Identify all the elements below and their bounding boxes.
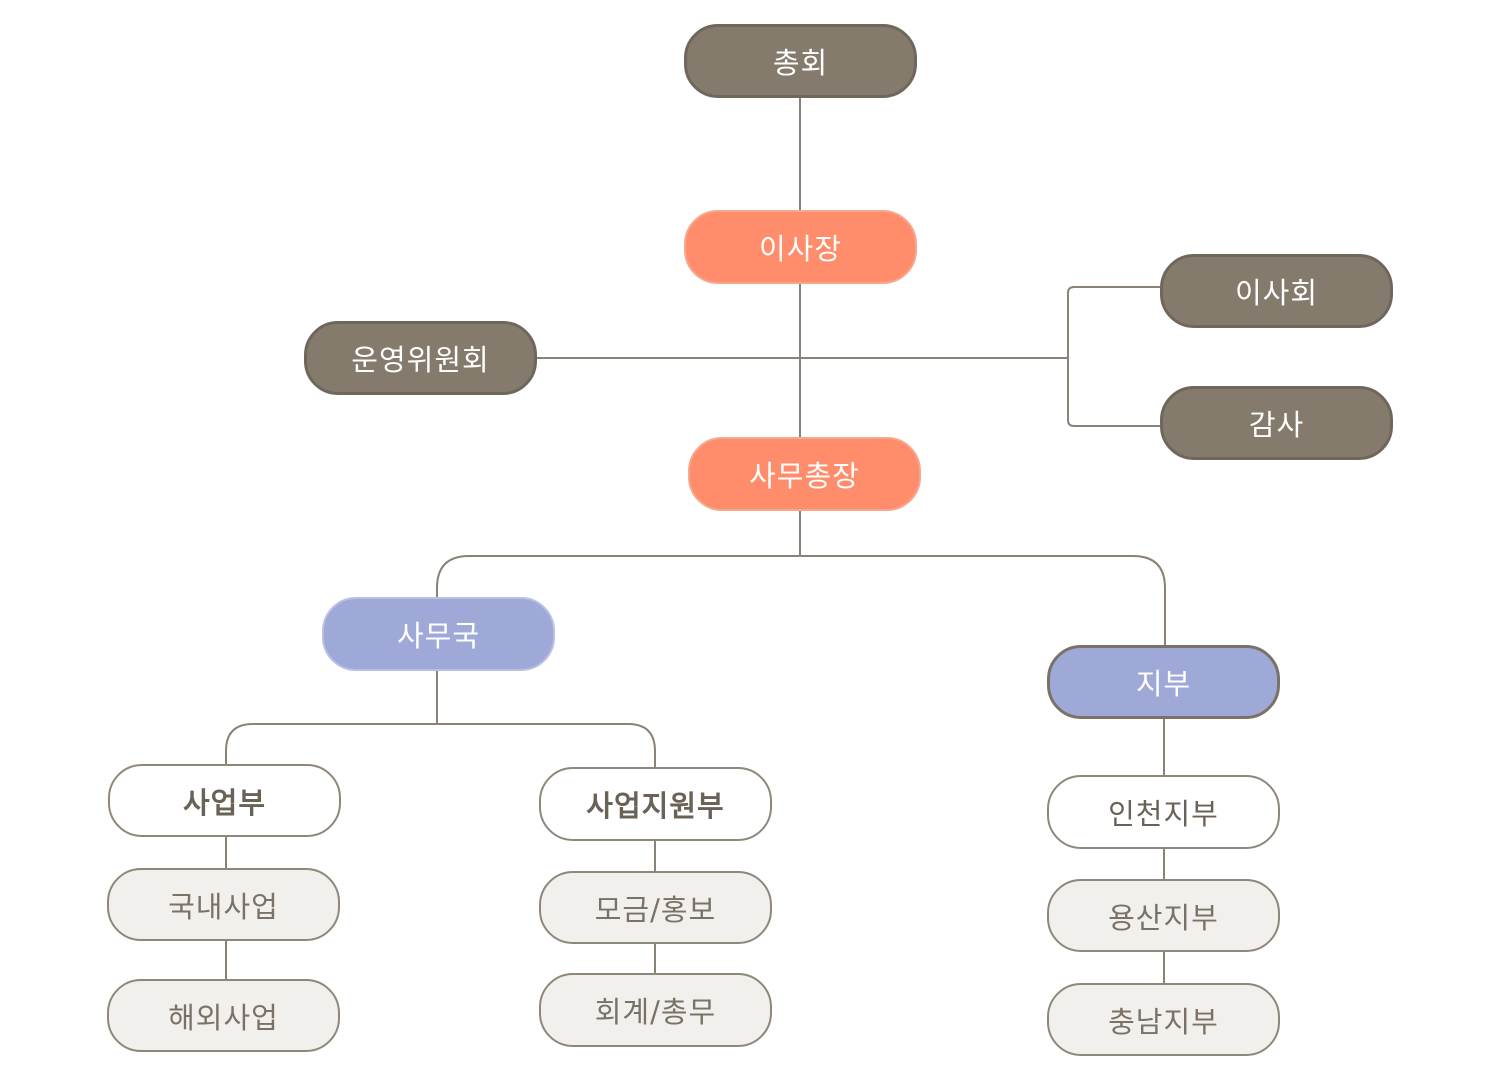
accounting-general-node: 회계/총무 [539, 973, 772, 1047]
chairman-node: 이사장 [684, 210, 917, 284]
operating-committee-node: 운영위원회 [304, 321, 537, 395]
secretariat-node: 사무국 [322, 597, 555, 671]
yongsan-branch-node: 용산지부 [1047, 879, 1280, 952]
board-node: 이사회 [1160, 254, 1393, 328]
connector-board-bracket [1067, 286, 1160, 427]
connector-secretary-split [436, 555, 1166, 647]
domestic-business-node: 국내사업 [107, 868, 340, 941]
business-support-dept-node: 사업지원부 [539, 767, 772, 841]
audit-node: 감사 [1160, 386, 1393, 460]
general-assembly-node: 총회 [684, 24, 917, 98]
secretary-general-node: 사무총장 [688, 437, 921, 511]
chungnam-branch-node: 충남지부 [1047, 983, 1280, 1056]
incheon-branch-node: 인천지부 [1047, 775, 1280, 849]
fundraising-pr-node: 모금/홍보 [539, 871, 772, 944]
branch-node: 지부 [1047, 645, 1280, 719]
connector-secretariat-split [225, 723, 656, 768]
overseas-business-node: 해외사업 [107, 979, 340, 1052]
business-dept-node: 사업부 [108, 764, 341, 837]
